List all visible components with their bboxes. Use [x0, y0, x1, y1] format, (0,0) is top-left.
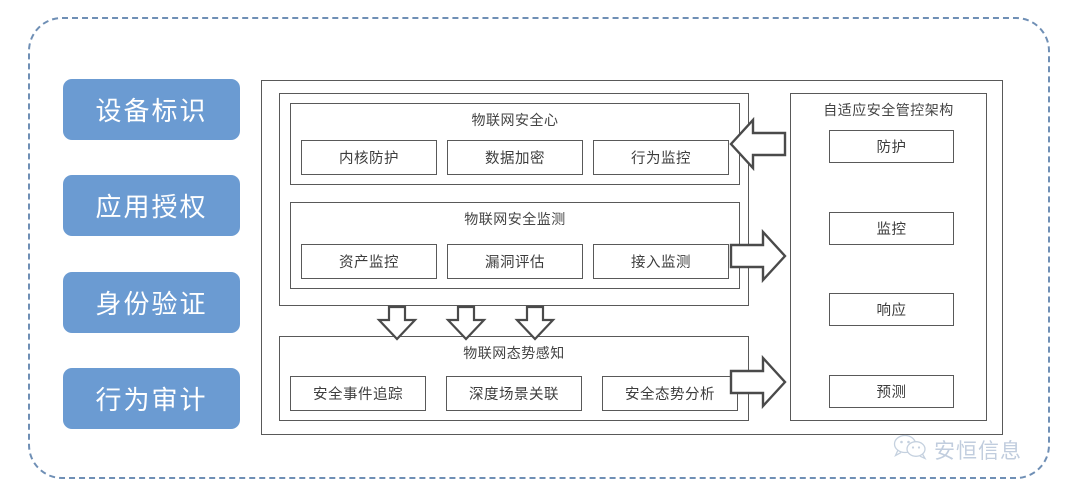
item-kernel-protection[interactable]: 内核防护 — [301, 140, 437, 175]
panel-iot-situational-awareness: 物联网态势感知 安全事件追踪 深度场景关联 安全态势分析 — [279, 336, 749, 421]
wechat-icon — [893, 434, 927, 465]
upper-group-box: 物联网安全心 内核防护 数据加密 行为监控 物联网安全监测 — [279, 93, 749, 306]
item-label: 资产监控 — [339, 255, 399, 271]
pill-label: 应用授权 — [95, 192, 208, 223]
item-label: 安全态势分析 — [625, 387, 715, 403]
pill-device-identity[interactable]: 设备标识 — [63, 79, 240, 140]
pill-label: 行为审计 — [95, 384, 208, 415]
item-behavior-monitoring[interactable]: 行为监控 — [593, 140, 729, 175]
arrow-down-icon — [514, 305, 556, 341]
middle-column: 物联网安全心 内核防护 数据加密 行为监控 物联网安全监测 — [279, 93, 749, 421]
arrow-right-icon — [729, 352, 787, 412]
pill-behavior-audit[interactable]: 行为审计 — [63, 367, 240, 429]
panel-iot-security-core: 物联网安全心 内核防护 数据加密 行为监控 — [290, 103, 740, 185]
item-label: 行为监控 — [631, 151, 691, 167]
item-protection[interactable]: 防护 — [829, 130, 954, 163]
item-security-posture-analysis[interactable]: 安全态势分析 — [602, 376, 738, 411]
watermark-text: 安恒信息 — [934, 439, 1022, 463]
outer-dashed-boundary — [28, 17, 1050, 479]
item-data-encryption[interactable]: 数据加密 — [447, 140, 583, 175]
item-label: 响应 — [876, 303, 907, 320]
panel-adaptive-security-framework: 自适应安全管控架构 防护 监控 响应 预测 — [790, 93, 987, 421]
panel-title: 物联网安全心 — [471, 112, 559, 128]
item-label: 预测 — [876, 384, 907, 401]
panel-title: 物联网态势感知 — [463, 345, 565, 361]
panel-title: 自适应安全管控架构 — [823, 102, 954, 118]
pill-label: 身份验证 — [95, 288, 208, 319]
item-label: 防护 — [876, 140, 907, 156]
item-response[interactable]: 响应 — [829, 293, 954, 327]
item-label: 漏洞评估 — [485, 255, 545, 271]
item-monitoring[interactable]: 监控 — [829, 211, 954, 245]
item-label: 深度场景关联 — [469, 387, 559, 403]
pill-app-authorization[interactable]: 应用授权 — [63, 175, 240, 237]
right-item-list: 防护 监控 响应 预测 — [829, 130, 954, 408]
item-vulnerability-assessment[interactable]: 漏洞评估 — [447, 244, 583, 279]
item-label: 监控 — [876, 221, 907, 238]
watermark: 安恒信息 — [893, 434, 1022, 465]
item-label: 接入监测 — [631, 255, 691, 271]
item-security-event-tracking[interactable]: 安全事件追踪 — [290, 376, 426, 411]
left-pill-column: 设备标识 应用授权 身份验证 行为审计 — [63, 79, 240, 429]
item-prediction[interactable]: 预测 — [829, 374, 954, 408]
item-deep-scenario-correlation[interactable]: 深度场景关联 — [446, 376, 582, 411]
item-access-monitoring[interactable]: 接入监测 — [593, 244, 729, 279]
arrow-right-icon — [729, 226, 787, 286]
architecture-container: 物联网安全心 内核防护 数据加密 行为监控 物联网安全监测 — [261, 80, 1003, 435]
arrow-left-icon — [729, 114, 787, 174]
panel-item-row: 安全事件追踪 深度场景关联 安全态势分析 — [290, 376, 738, 411]
pill-identity-verification[interactable]: 身份验证 — [63, 271, 240, 333]
panel-item-row: 资产监控 漏洞评估 接入监测 — [301, 244, 729, 279]
arrow-down-icon — [376, 305, 418, 341]
panel-iot-security-monitoring: 物联网安全监测 资产监控 漏洞评估 接入监测 — [290, 202, 740, 289]
item-label: 内核防护 — [339, 151, 399, 167]
pill-label: 设备标识 — [95, 96, 208, 126]
panel-title: 物联网安全监测 — [464, 211, 566, 227]
item-label: 安全事件追踪 — [313, 387, 403, 403]
panel-item-row: 内核防护 数据加密 行为监控 — [301, 140, 729, 175]
arrow-down-icon — [445, 305, 487, 341]
item-asset-monitoring[interactable]: 资产监控 — [301, 244, 437, 279]
item-label: 数据加密 — [485, 151, 545, 167]
